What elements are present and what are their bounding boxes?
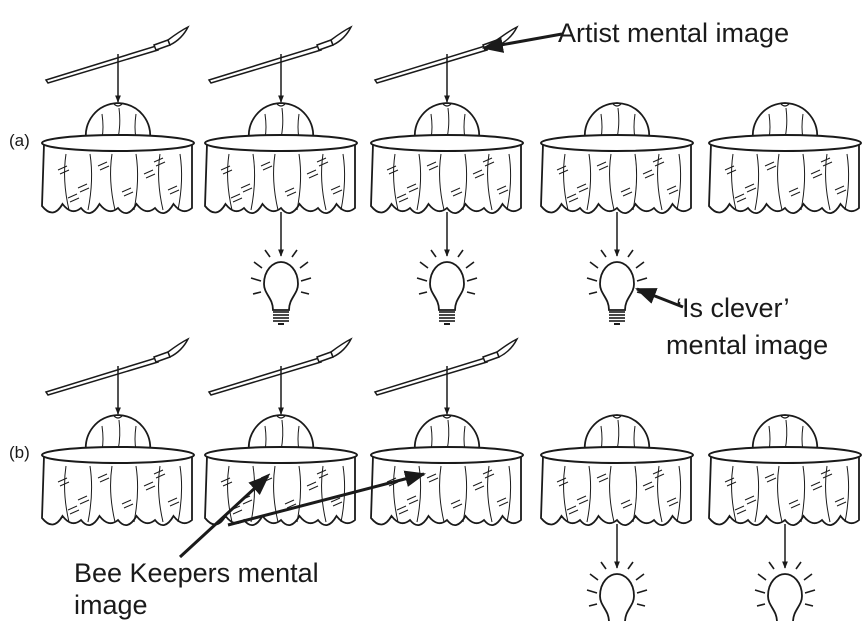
lightbulb-icon (587, 212, 647, 324)
row-label-b: (b) (9, 443, 30, 462)
beekeeper-hat-icon (541, 103, 693, 213)
beekeepers-annotation-line1: Bee Keepers mental (74, 558, 319, 588)
beekeeper-hat-icon (709, 415, 861, 525)
beekeeper-hat-icon (371, 103, 523, 213)
lightbulb-icon (755, 524, 815, 621)
paintbrush-icon (209, 27, 351, 102)
unit-a-2 (205, 27, 357, 324)
units-layer (42, 27, 861, 621)
unit-a-1 (42, 27, 194, 213)
unit-b-3 (371, 339, 523, 525)
unit-a-5 (709, 103, 861, 213)
beekeeper-hat-icon (205, 103, 357, 213)
artist-annotation: Artist mental image (558, 18, 789, 48)
paintbrush-icon (375, 339, 517, 414)
beekeeper-hat-icon (709, 103, 861, 213)
paintbrush-icon (46, 339, 188, 414)
paintbrush-icon (375, 27, 517, 102)
row-label-a: (a) (9, 131, 30, 150)
lightbulb-icon (417, 212, 477, 324)
beekeeper-hat-icon (42, 103, 194, 213)
unit-b-4 (541, 415, 693, 621)
clever-annotation-line2: mental image (666, 330, 828, 360)
unit-a-4 (541, 103, 693, 324)
unit-a-3 (371, 27, 523, 324)
clever-annotation-line1: ‘Is clever’ (676, 293, 790, 323)
lightbulb-icon (251, 212, 311, 324)
lightbulb-icon (587, 524, 647, 621)
beekeeper-hat-icon (42, 415, 194, 525)
paintbrush-icon (209, 339, 351, 414)
beekeeper-hat-icon (205, 415, 357, 525)
paintbrush-icon (46, 27, 188, 102)
unit-b-1 (42, 339, 194, 525)
unit-b-5 (709, 415, 861, 621)
beekeeper-hat-icon (541, 415, 693, 525)
beekeepers-annotation-line2: image (74, 590, 148, 620)
beekeeper-hat-icon (371, 415, 523, 525)
